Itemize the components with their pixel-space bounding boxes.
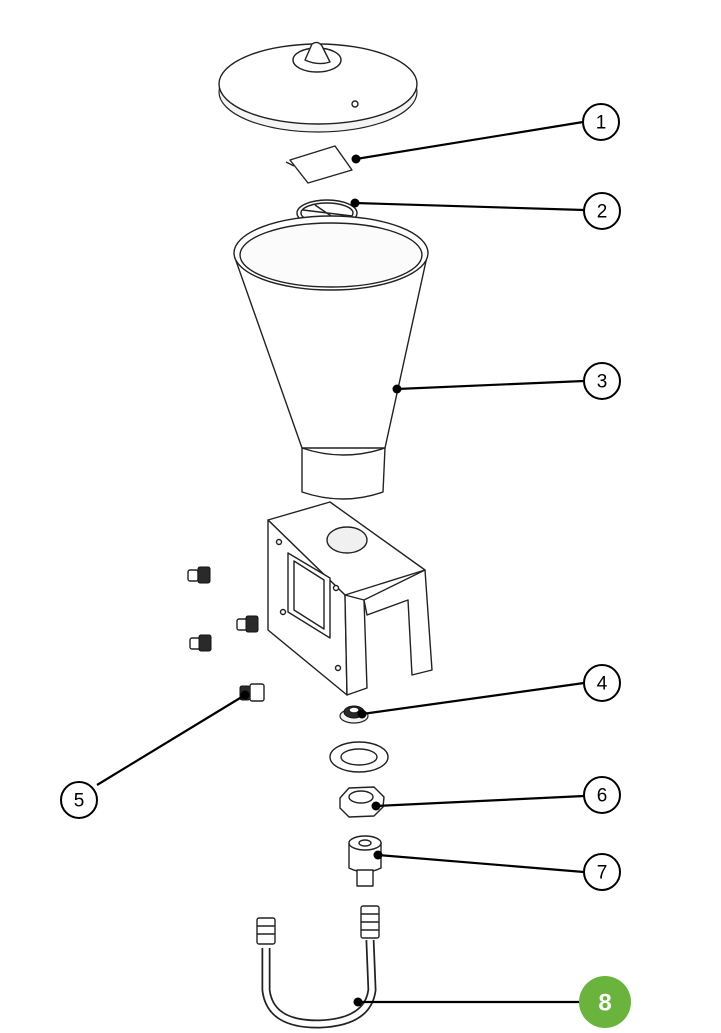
leader-line-1 — [355, 120, 584, 161]
leader-line-7 — [377, 853, 585, 874]
callout-label-5: 5 — [74, 791, 85, 812]
leader-line-2 — [354, 201, 585, 212]
callout-4: 4 — [583, 664, 621, 702]
leader-dot-2 — [350, 198, 360, 208]
callout-3: 3 — [583, 362, 621, 400]
callout-label-8: 8 — [598, 990, 611, 1017]
leader-line-4 — [361, 681, 585, 716]
leader-line-5 — [96, 694, 246, 786]
hopper-funnel — [233, 215, 429, 500]
leader-dot-6 — [371, 801, 381, 811]
leader-line-6 — [375, 794, 585, 808]
callout-label-2: 2 — [597, 202, 608, 223]
hose — [256, 905, 380, 1029]
callout-2: 2 — [583, 192, 621, 230]
hex-nut — [339, 786, 385, 818]
mounting-bracket — [267, 501, 433, 696]
callout-label-6: 6 — [597, 786, 608, 807]
callout-8: 8 — [579, 976, 631, 1028]
callout-6: 6 — [583, 776, 621, 814]
screws — [187, 566, 265, 702]
washer — [329, 741, 389, 773]
leader-dot-7 — [373, 850, 383, 860]
leader-dot-3 — [392, 384, 402, 394]
callout-7: 7 — [583, 853, 621, 891]
leader-dot-8 — [353, 997, 363, 1007]
leader-lines — [96, 120, 585, 1007]
screw — [187, 566, 211, 584]
callout-label-1: 1 — [596, 113, 607, 134]
leader-dot-4 — [357, 709, 367, 719]
lid — [218, 41, 418, 133]
callout-label-7: 7 — [597, 863, 608, 884]
leader-line-3 — [396, 379, 585, 391]
callouts: 1 2 3 4 5 6 7 8 — [60, 103, 631, 1028]
callout-5: 5 — [60, 781, 98, 819]
leader-dot-5 — [240, 690, 250, 700]
screw — [236, 615, 259, 633]
callout-label-3: 3 — [597, 372, 608, 393]
callout-label-4: 4 — [597, 674, 608, 695]
wire-clip — [285, 145, 353, 184]
connector-fitting — [348, 835, 382, 887]
leader-dot-1 — [351, 154, 361, 164]
screw — [189, 634, 212, 652]
callout-1: 1 — [582, 103, 620, 141]
